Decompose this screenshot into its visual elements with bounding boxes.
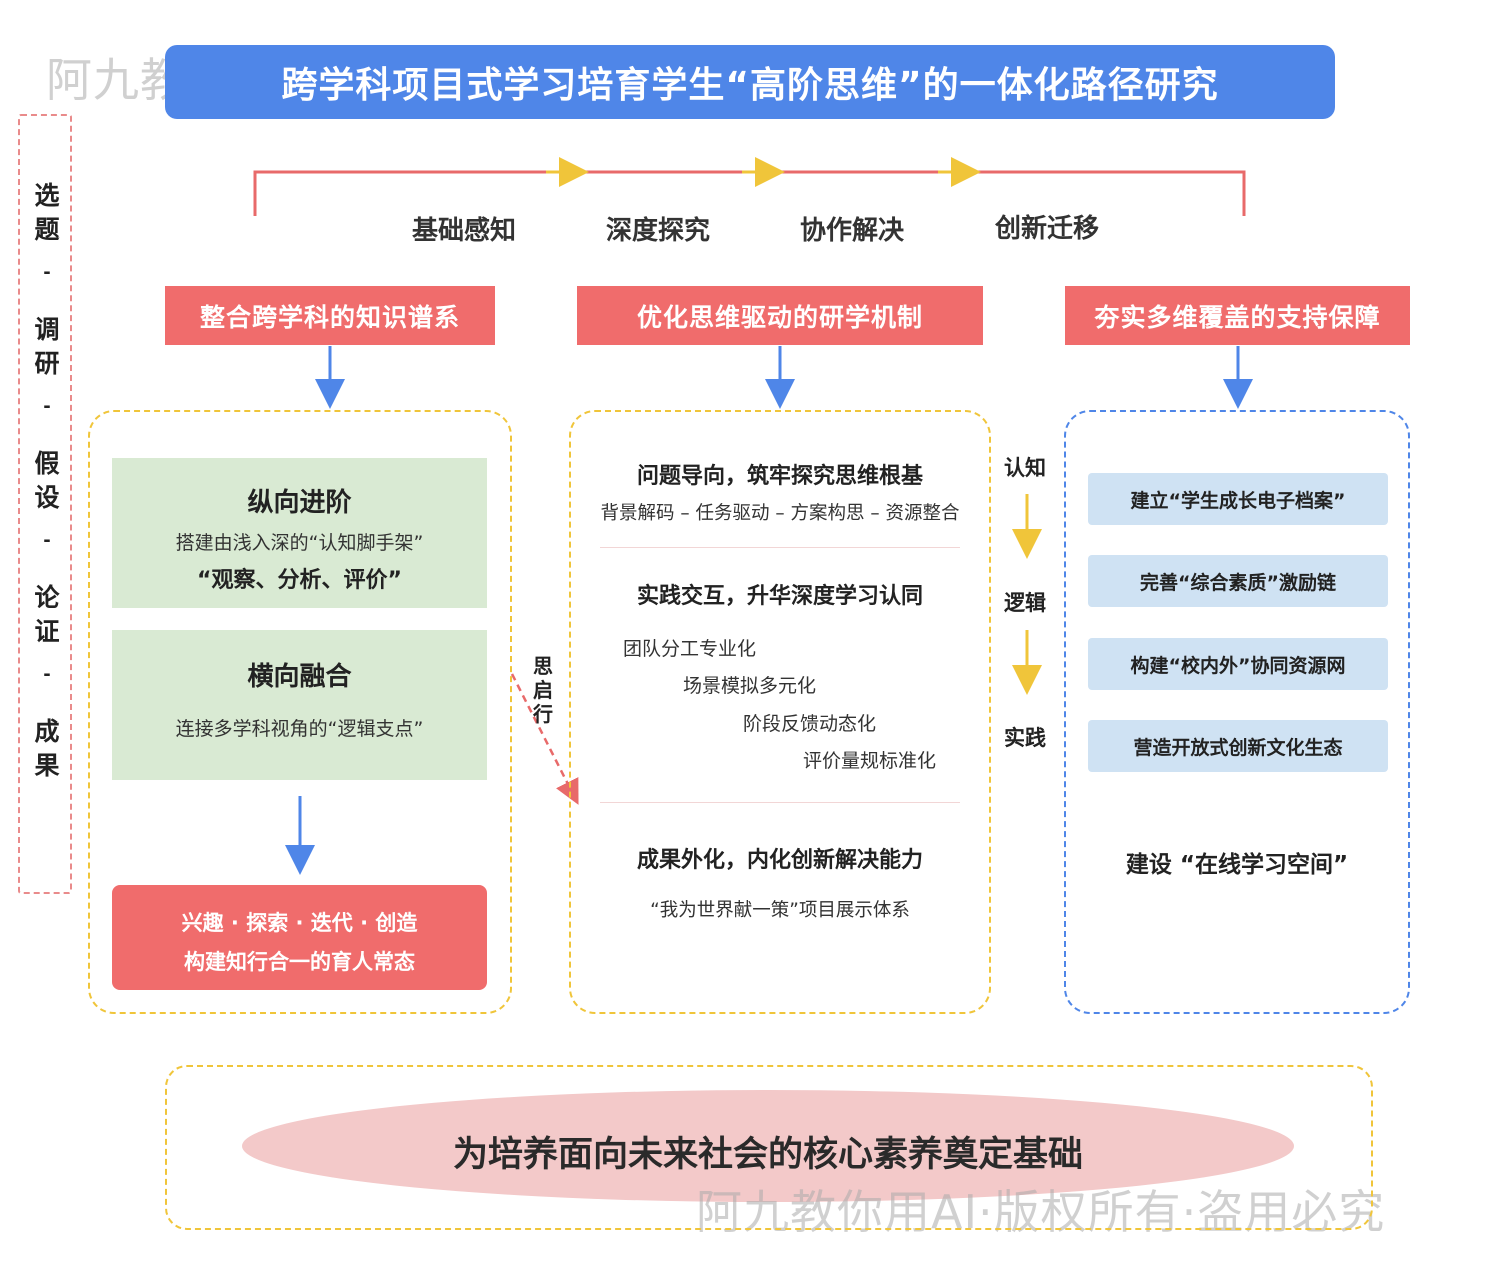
bottom-text: 为培养面向未来社会的核心素养奠定基础 [452,1135,1083,1175]
outcome-title: 成果外化，内化创新解决能力 [636,848,923,873]
practice-item: 阶段反馈动态化 [743,713,877,735]
practice-label: 实践 [1004,726,1046,750]
result-card: 兴趣 · 探索 · 迭代 · 创造 构建知行合一的育人常态 [112,885,487,990]
think-label: 思 [533,654,553,678]
process-sep: - [43,396,51,417]
cognition-label: 认知 [1004,456,1046,480]
page-title: 跨学科项目式学习培育学生“高阶思维”的一体化路径研究 [165,45,1335,119]
vertical-progress-card: 纵向进阶 搭建由浅入深的“认知脚手架” “观察、分析、评价” [112,458,487,608]
act-label: 行 [533,702,553,726]
practice-item: 团队分工专业化 [623,638,757,660]
online-space: 建设 “在线学习空间” [1125,852,1349,878]
vertical-progress-line2: “观察、分析、评价” [197,568,402,593]
process-char: 果 [34,751,60,780]
problem-oriented-title: 问题导向，筑牢探究思维根基 [636,464,923,489]
bottom-ellipse [242,1090,1294,1202]
support-item: 完善“综合素质”激励链 [1088,555,1388,607]
col2-panel [569,410,991,1014]
horizontal-fusion-line1: 连接多学科视角的“逻辑支点” [175,718,424,740]
horizontal-fusion-title: 横向融合 [247,662,352,692]
col3-header: 夯实多维覆盖的支持保障 [1065,286,1410,345]
col2-header: 优化思维驱动的研学机制 [577,286,983,345]
vertical-progress-line1: 搭建由浅入深的“认知脚手架” [175,532,424,554]
process-char: 成 [34,717,60,746]
section-divider [600,547,960,548]
process-char: 证 [34,617,60,646]
process-sep: - [43,664,51,685]
process-char: 假 [34,449,60,478]
stage-label: 基础感知 [412,216,517,246]
result-line2: 构建知行合一的育人常态 [184,950,415,974]
process-sep: - [43,530,51,551]
practice-interaction-title: 实践交互，升华深度学习认同 [636,584,923,609]
bottom-panel [165,1065,1373,1230]
start-label: 启 [533,678,553,702]
process-char: 研 [34,349,60,378]
process-char: 论 [34,583,60,612]
col1-panel [88,410,512,1014]
outcome-sub: “我为世界献一策”项目展示体系 [650,900,910,921]
process-sep: - [43,262,51,283]
process-char: 题 [34,215,60,244]
practice-item: 场景模拟多元化 [683,675,817,697]
col1-header: 整合跨学科的知识谱系 [165,286,495,345]
logic-label: 逻辑 [1004,591,1046,615]
process-char: 设 [34,483,60,512]
support-item: 营造开放式创新文化生态 [1088,720,1388,772]
process-char: 调 [34,315,60,344]
watermark-bottom: 阿九教你用AI·版权所有·盗用必究 [696,1185,1386,1239]
practice-item: 评价量规标准化 [803,750,937,772]
think-act-arrow [510,673,579,805]
section-divider [600,802,960,803]
stage-label: 创新迁移 [995,214,1100,244]
support-item: 建立“学生成长电子档案” [1088,473,1388,525]
process-box [18,114,72,894]
problem-oriented-sub: 背景解码 – 任务驱动 – 方案构思 – 资源整合 [600,503,960,524]
result-line1: 兴趣 · 探索 · 迭代 · 创造 [181,911,418,935]
process-char: 选 [34,181,60,210]
stage-label: 协作解决 [800,216,905,246]
horizontal-fusion-card: 横向融合 连接多学科视角的“逻辑支点” [112,630,487,780]
support-item: 构建“校内外”协同资源网 [1088,638,1388,690]
vertical-progress-title: 纵向进阶 [247,488,352,518]
stage-label: 深度探究 [606,216,711,246]
col3-panel [1064,410,1410,1014]
